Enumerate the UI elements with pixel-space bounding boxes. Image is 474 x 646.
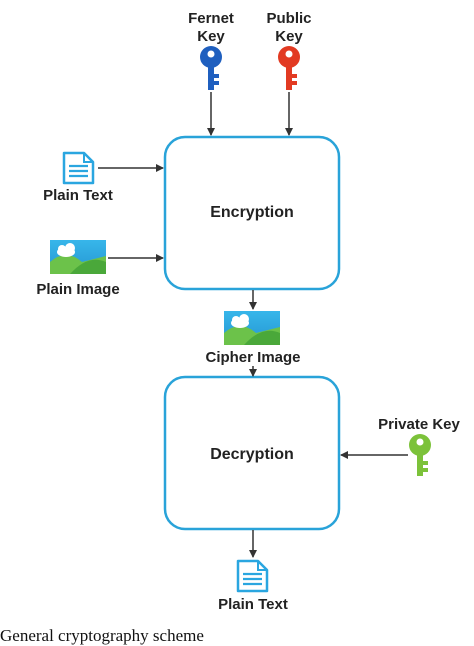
fernet-key-label: Fernet Key — [181, 10, 241, 46]
cipher-image-label: Cipher Image — [205, 349, 301, 366]
public-key-icon — [278, 46, 300, 90]
fernet-key-icon — [200, 46, 222, 90]
document-icon-output — [236, 559, 269, 593]
decryption-label: Decryption — [210, 446, 294, 463]
image-icon-input — [50, 240, 106, 274]
encryption-label: Encryption — [210, 204, 294, 221]
image-icon-cipher — [224, 311, 280, 345]
document-icon-input — [62, 151, 95, 185]
public-key-label-line2: Key — [275, 28, 303, 45]
public-key-label: Public Key — [259, 10, 319, 46]
figure-caption: General cryptography scheme — [0, 626, 204, 645]
fernet-key-label-line2: Key — [197, 28, 225, 45]
decryption-box — [163, 375, 341, 531]
plain-image-label: Plain Image — [36, 281, 120, 298]
private-key-label: Private Key — [378, 416, 460, 433]
public-key-label-line1: Public — [266, 10, 312, 27]
plain-text-input-label: Plain Text — [43, 187, 113, 204]
private-key-icon — [409, 434, 431, 476]
encryption-box — [163, 135, 341, 291]
plain-text-output-label: Plain Text — [218, 596, 288, 613]
fernet-key-label-line1: Fernet — [188, 10, 234, 27]
